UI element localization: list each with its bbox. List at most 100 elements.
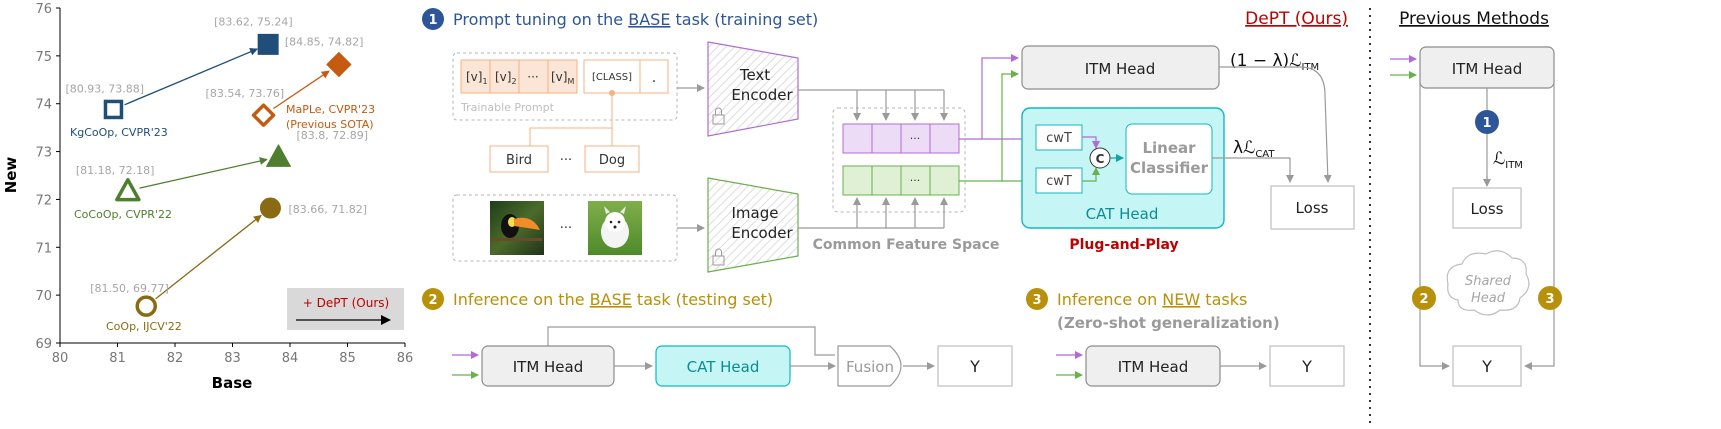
data-point: [326, 51, 352, 77]
class-name-bird: [489, 145, 549, 173]
dept-title: DePT (Ours): [1245, 9, 1348, 29]
step2-badge: [422, 288, 444, 310]
step2-output-y: [937, 345, 1013, 387]
class-name-ellipsis: ···: [560, 153, 572, 168]
coordinate-label: [80.93, 73.88]: [65, 82, 144, 95]
method-label-kgcoop: KgCoOp, CVPR'23: [70, 126, 168, 139]
loss-label: Loss: [1296, 199, 1329, 217]
x-tick-label: 85: [339, 351, 356, 366]
step3-badge: [1026, 288, 1048, 310]
improvement-arrow: [273, 70, 330, 110]
linear-classifier-label-2: Classifier: [1130, 159, 1209, 177]
step2-number: 2: [428, 293, 437, 308]
y-tick-label: 70: [35, 289, 52, 304]
y-tick-label: 76: [35, 2, 52, 17]
dept-diagram: 1 Prompt tuning on the BASE task (traini…: [422, 8, 1355, 387]
prompt-token-vm: [v]M: [551, 70, 574, 86]
y-tick-label: 73: [35, 146, 52, 161]
step3-output-y: [1269, 345, 1345, 387]
trainable-prompt-label: Trainable Prompt: [460, 101, 555, 114]
x-axis-label: Base: [212, 374, 253, 392]
image-group-box: [452, 194, 678, 262]
y-tick-label: 74: [35, 98, 52, 113]
step3-y-label: Y: [1301, 357, 1312, 376]
data-point: [103, 99, 124, 120]
image-feature-to-itm: [959, 70, 1019, 182]
toucan-image: [490, 201, 544, 255]
step3-title: Inference on NEW tasks: [1057, 290, 1247, 309]
improvement-arrow: [155, 214, 262, 300]
class-name-dog: [584, 145, 640, 173]
fusion-label: Fusion: [846, 358, 894, 376]
lock-icon: [712, 248, 725, 266]
feature-space-box: [832, 107, 966, 213]
concat-label: C: [1096, 152, 1105, 166]
x-tick-label: 84: [282, 351, 299, 366]
prompt-group-box: [452, 52, 678, 121]
prev-left-path: [1419, 77, 1450, 370]
linear-classifier-label-1: Linear: [1142, 139, 1196, 157]
data-point: [257, 33, 279, 55]
x-tick-label: 83: [224, 351, 241, 366]
prev-step2-badge: [1412, 286, 1436, 310]
text-encoder-label-1: Text: [739, 66, 770, 84]
step2-itm-bypass: [547, 326, 835, 356]
prev-loss-label: Loss: [1471, 200, 1504, 218]
image-encoder-label-2: Encoder: [731, 224, 793, 242]
legend: + DePT (Ours): [287, 288, 404, 330]
x-tick-labels: 80 81 82 83 84 85 86: [52, 343, 414, 366]
prev-right-path: [1524, 77, 1555, 370]
coordinate-labels: [81.50, 69.77][83.66, 71.82][81.18, 72.1…: [65, 15, 368, 295]
coordinate-label: [84.85, 74.82]: [285, 35, 364, 48]
coordinate-label: [83.8, 72.89]: [297, 129, 369, 142]
shared-head-label-1: Shared: [1465, 274, 1512, 289]
step1-number: 1: [428, 13, 437, 28]
step2-y-label: Y: [969, 357, 980, 376]
data-point: [259, 197, 281, 219]
step2-cat-head-label: CAT Head: [687, 358, 760, 376]
image-ellipsis: ···: [560, 221, 572, 236]
coordinate-label: [81.18, 72.18]: [76, 164, 155, 177]
lock-icon: [712, 107, 725, 125]
prev-step1-badge: [1475, 110, 1499, 134]
x-tick-label: 80: [52, 351, 69, 366]
common-feature-space-label: Common Feature Space: [813, 237, 1000, 253]
cat-loss-formula: λℒCAT: [1233, 138, 1275, 160]
plug-and-play-label: Plug-and-Play: [1069, 237, 1178, 253]
prev-output-y: [1452, 345, 1522, 387]
prev-step3-badge: [1538, 286, 1562, 310]
shared-head-label-2: Head: [1471, 291, 1506, 306]
x-tick-label: 82: [167, 351, 184, 366]
fusion-gate: [837, 345, 902, 387]
method-label-maple-sota: (Previous SOTA): [286, 118, 374, 131]
data-point: [251, 103, 276, 127]
prompt-token-ellipsis: ···: [527, 70, 538, 84]
data-point: [135, 295, 157, 317]
linear-classifier-box: [1125, 123, 1213, 195]
x-tick-label: 81: [109, 351, 126, 366]
step1-title: Prompt tuning on the BASE task (training…: [453, 10, 818, 29]
prev-y-label: Y: [1481, 357, 1492, 376]
step3-subtitle: (Zero-shot generalization): [1057, 314, 1280, 332]
step3-itm-head-label: ITM Head: [1118, 358, 1189, 376]
prev-itm-head-label: ITM Head: [1452, 60, 1523, 78]
text-feature-to-itm: [959, 54, 1019, 140]
improvement-arrows: [124, 48, 330, 300]
step2-title: Inference on the BASE task (testing set): [453, 290, 773, 309]
step1-badge: [422, 8, 444, 30]
data-point: [266, 144, 291, 167]
cat-to-loss-arrow: [1212, 157, 1294, 183]
shared-head-cloud: [1446, 250, 1530, 316]
y-tick-label: 72: [35, 193, 52, 208]
class-token-box: [583, 59, 669, 94]
method-label-coop: CoOp, IJCV'22: [106, 320, 182, 333]
data-point: [115, 178, 141, 202]
y-tick-label: 75: [35, 50, 52, 65]
prompt-token-v1: [v]1: [466, 70, 488, 86]
coordinate-label: [83.66, 71.82]: [288, 203, 367, 216]
x-tick-label: 86: [397, 351, 414, 366]
y-axis-label: New: [2, 157, 20, 194]
dog-image: [588, 201, 642, 255]
